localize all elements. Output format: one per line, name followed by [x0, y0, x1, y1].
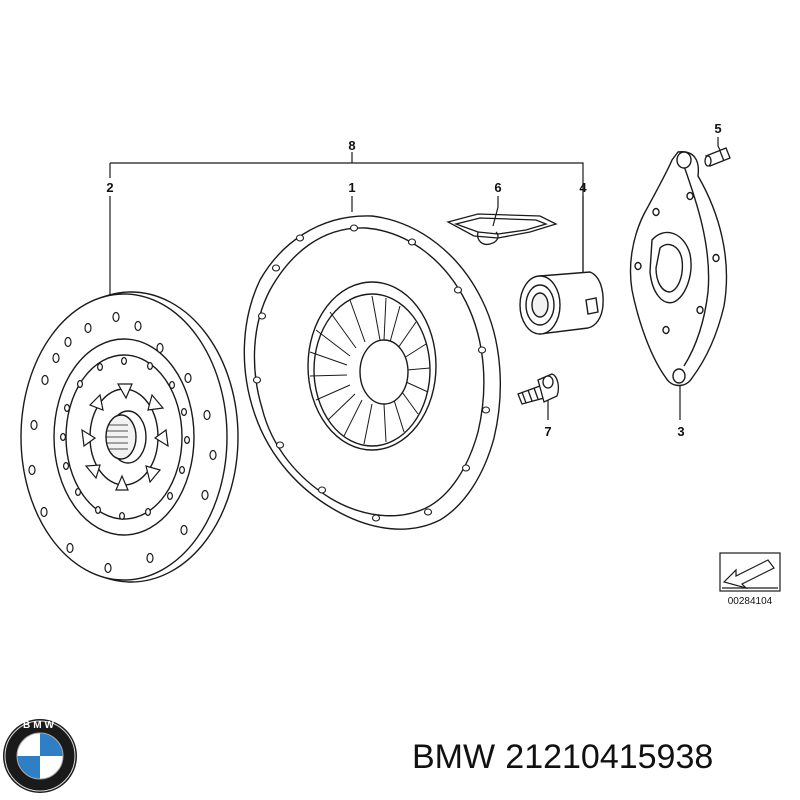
pressure-plate-part-1 [243, 215, 502, 530]
bolt-part-7 [517, 373, 559, 405]
bmw-logo: BMW [3, 719, 77, 793]
callout-7: 7 [544, 424, 551, 439]
reference-arrow-icon [719, 552, 781, 592]
part-number: 21210415938 [505, 738, 714, 776]
pin-part-5 [704, 147, 731, 167]
callout-5: 5 [714, 121, 721, 136]
callout-3: 3 [677, 424, 684, 439]
spring-clip-part-6 [446, 213, 558, 246]
callout-6: 6 [494, 180, 501, 195]
callout-leaders [109, 137, 721, 420]
callout-8: 8 [348, 138, 355, 153]
callout-2: 2 [106, 180, 113, 195]
reference-code: 00284104 [728, 596, 773, 607]
clutch-disc-part-2 [20, 291, 239, 583]
brand-name: BMW [412, 738, 496, 776]
callout-1: 1 [348, 180, 355, 195]
callout-4: 4 [579, 180, 587, 195]
release-lever-part-3 [629, 151, 728, 387]
bmw-logo-letters: BMW [23, 720, 57, 731]
release-bearing-part-4 [519, 271, 604, 335]
